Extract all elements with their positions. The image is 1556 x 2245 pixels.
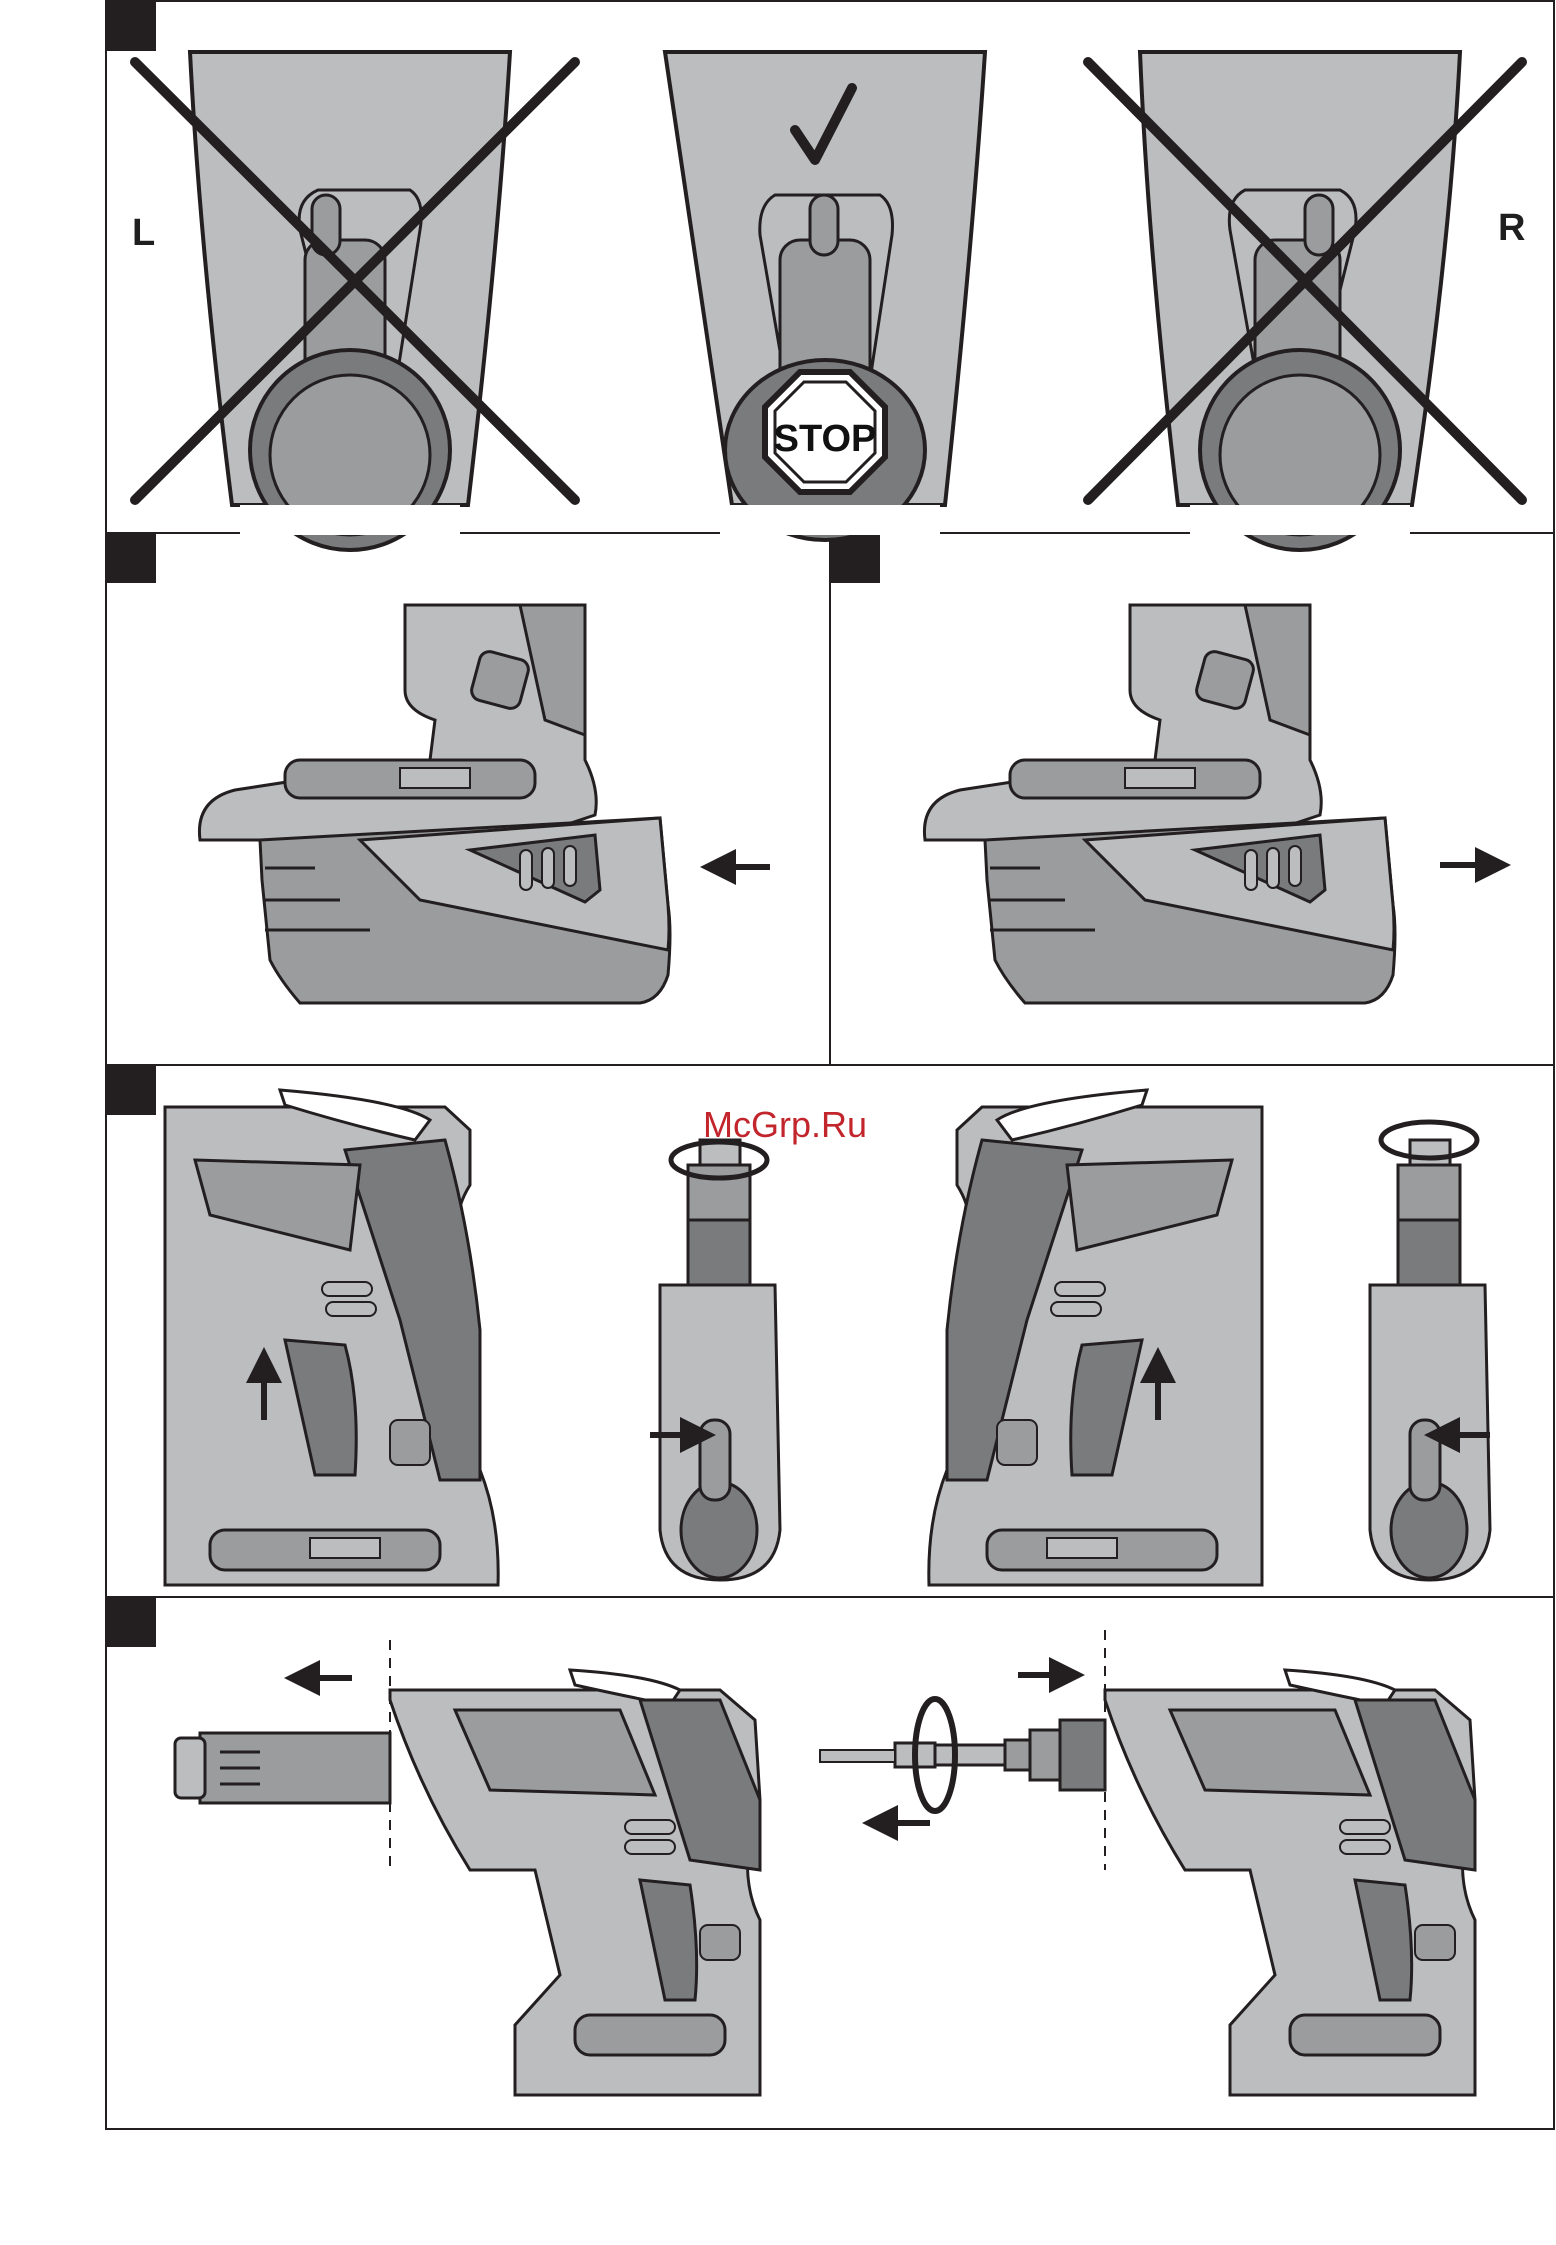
section-marker-1 [106, 1, 156, 51]
section-marker-5 [106, 1597, 156, 1647]
battery-insert-illustration [924, 605, 1493, 1003]
nosepiece-removal-illustration [175, 1640, 760, 2095]
tool-side-view-left [165, 1090, 498, 1585]
tool-front-view-right [1370, 1122, 1490, 1580]
left-direction-label: L [132, 212, 155, 254]
switch-left-position-illustration [135, 52, 575, 550]
section-marker-2 [106, 533, 156, 583]
stop-sign-label: STOP [774, 418, 877, 460]
tool-side-view-right [929, 1090, 1262, 1585]
switch-right-position-illustration [1088, 52, 1522, 550]
bit-removal-illustration [820, 1630, 1475, 2095]
switch-center-position-illustration [665, 52, 985, 540]
tool-front-view-left [650, 1140, 780, 1580]
watermark: McGrp.Ru [703, 1104, 867, 1145]
section-marker-4 [106, 1065, 156, 1115]
right-direction-label: R [1498, 207, 1525, 249]
battery-remove-illustration [199, 605, 770, 1003]
